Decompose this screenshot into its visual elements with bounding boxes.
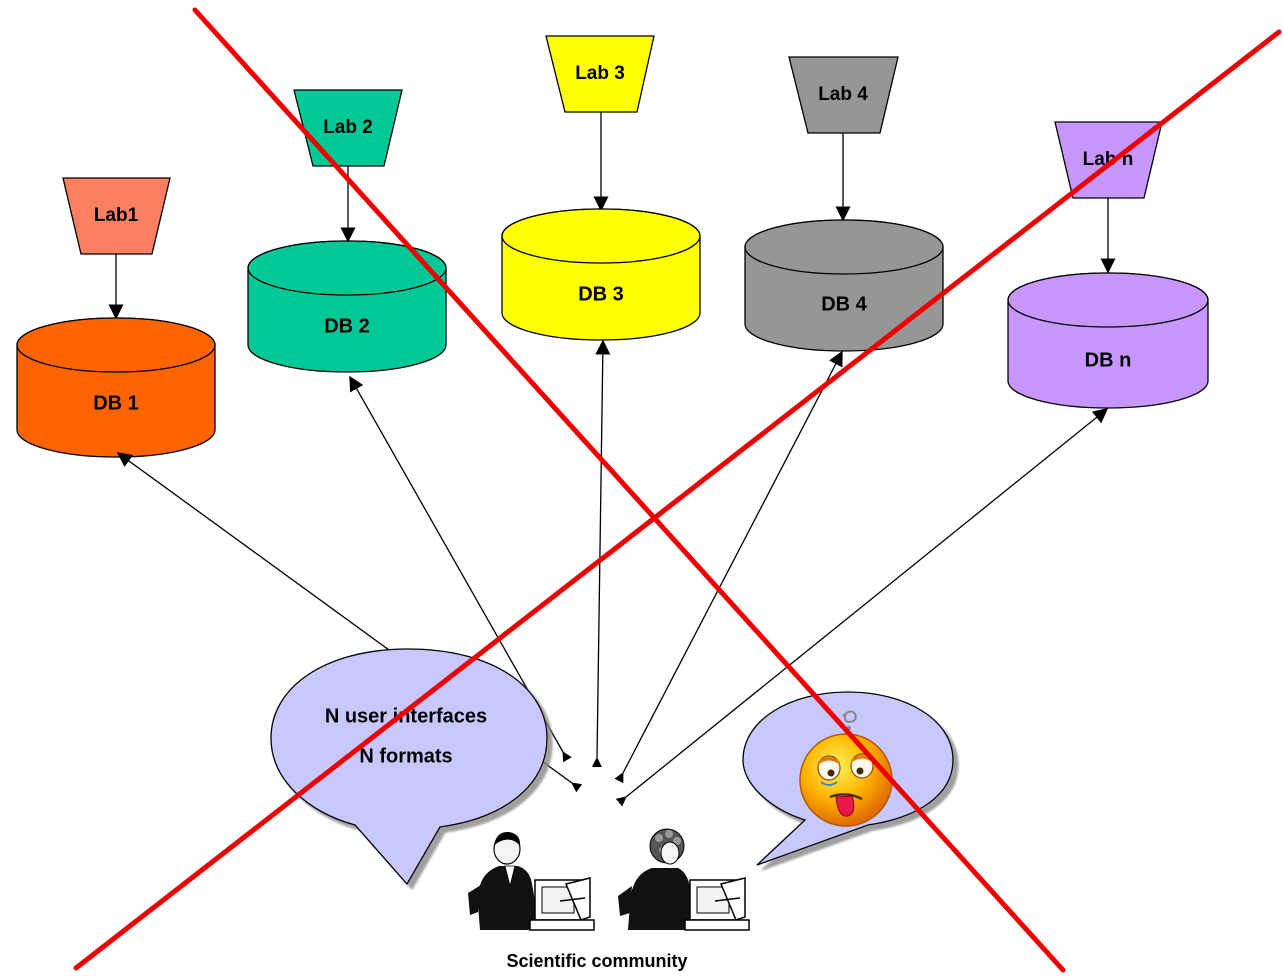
db-3-label: DB 3	[578, 283, 624, 305]
db-4-label: DB 4	[821, 293, 867, 315]
man-at-computer-icon	[468, 831, 595, 931]
lab-1-node: Lab1	[62, 177, 171, 255]
db-1-label: DB 1	[93, 392, 139, 414]
db-1-cylinder: DB 1	[16, 317, 216, 458]
speech-bubble	[270, 648, 548, 886]
community-db-arrows	[116, 339, 1109, 807]
db-n-community-arrow	[615, 408, 1109, 807]
speech-bubble-line-2: N formats	[359, 745, 452, 767]
speech-bubble-line-1: N user interfaces	[325, 705, 487, 727]
db-2-label: DB 2	[324, 315, 370, 337]
db-n-cylinder: DB n	[1007, 272, 1209, 409]
community-caption: Scientific community	[506, 951, 687, 971]
lab-3-label: Lab 3	[575, 63, 625, 84]
lab-4-node: Lab 4	[788, 56, 899, 134]
db-3-cylinder: DB 3	[501, 208, 701, 341]
db-2-cylinder: DB 2	[247, 240, 447, 373]
red-x-cross	[73, 7, 1282, 973]
db-3-community-arrow	[591, 339, 611, 768]
db-n-label: DB n	[1085, 349, 1132, 371]
db-4-cylinder: DB 4	[744, 219, 944, 352]
lab-4-label: Lab 4	[818, 84, 868, 105]
lab-2-label: Lab 2	[323, 117, 373, 138]
lab-2-node: Lab 2	[293, 89, 403, 167]
red-x-stroke-1	[192, 7, 1066, 973]
lab-3-node: Lab 3	[545, 35, 655, 113]
lab-1-label: Lab1	[94, 205, 139, 226]
red-x-stroke-2	[73, 29, 1282, 971]
woman-at-computer-icon	[618, 828, 750, 931]
